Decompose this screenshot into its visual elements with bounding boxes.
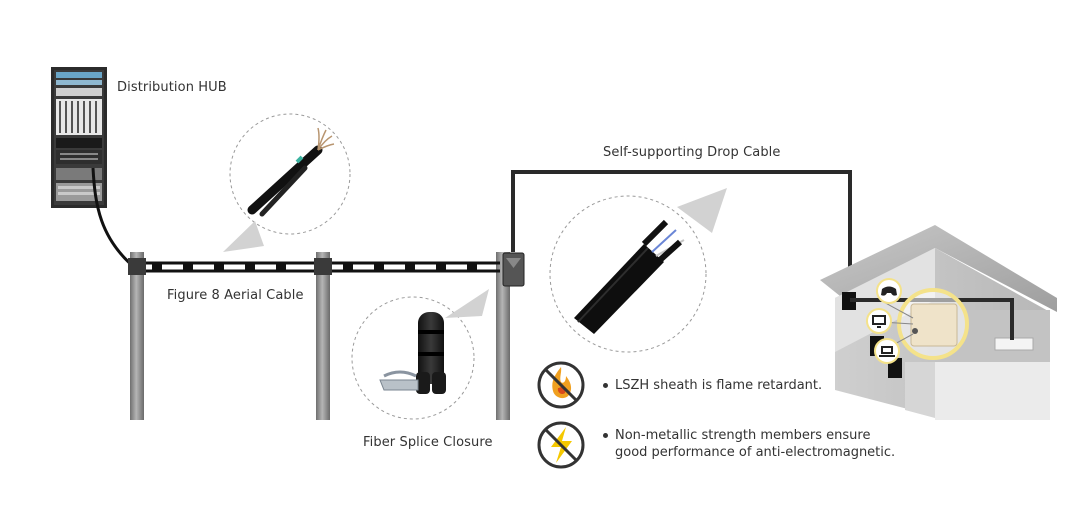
- feature-text: Non-metallic strength members ensure goo…: [615, 428, 896, 460]
- flame-icon: [537, 361, 585, 409]
- drop-cable: [511, 170, 852, 298]
- drop-cable-callout: [549, 188, 727, 353]
- utility-poles: [130, 252, 510, 420]
- splice-closure-callout: [351, 289, 489, 420]
- distribution-hub-rack: [51, 67, 107, 208]
- drop-cable-label: Self-supporting Drop Cable: [603, 145, 781, 160]
- laptop-icon: [874, 338, 900, 364]
- feature-text: LSZH sheath is flame retardant.: [615, 378, 823, 393]
- feature-anti-electromagnetic: Non-metallic strength members ensure goo…: [603, 427, 903, 461]
- bullet-dot: [603, 433, 608, 438]
- feature-flame-retardant: LSZH sheath is flame retardant.: [603, 377, 903, 394]
- hub-feeder-cable: [91, 167, 136, 270]
- lightning-icon: [537, 421, 585, 469]
- tv-icon: [866, 308, 892, 334]
- figure8-cable-label: Figure 8 Aerial Cable: [167, 288, 304, 303]
- distribution-hub-label: Distribution HUB: [117, 80, 227, 95]
- bullet-dot: [603, 383, 608, 388]
- splice-closure-label: Fiber Splice Closure: [363, 435, 493, 450]
- figure8-aerial-cable: [128, 258, 500, 275]
- pole-splice-box: [502, 252, 525, 287]
- gamepad-icon: [876, 278, 902, 304]
- figure8-cable-callout: [223, 113, 351, 252]
